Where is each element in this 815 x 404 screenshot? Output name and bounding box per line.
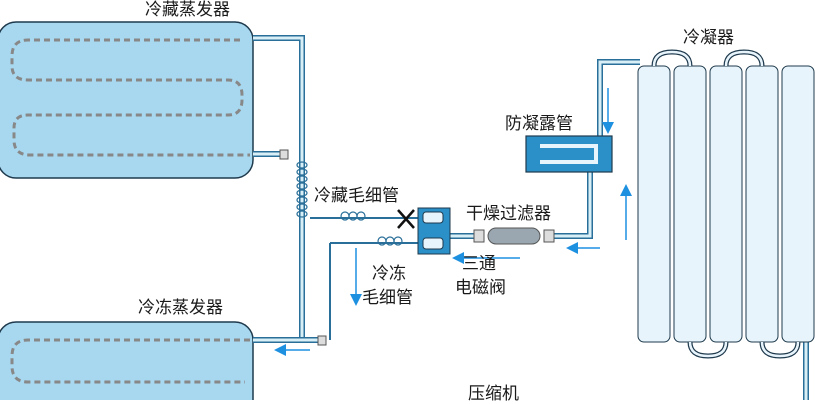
freezer-evaporator bbox=[0, 321, 254, 400]
freezer-evaporator-coil bbox=[10, 338, 250, 384]
label-dryer-filter: 干燥过滤器 bbox=[466, 204, 551, 224]
x-mark-icon bbox=[397, 209, 415, 229]
label-three-way-valve-2: 电磁阀 bbox=[455, 278, 506, 298]
label-compressor: 压缩机 bbox=[468, 384, 519, 404]
label-condenser: 冷凝器 bbox=[683, 28, 734, 48]
label-freezer-capillary-1: 冷冻 bbox=[372, 264, 406, 284]
condenser bbox=[637, 49, 815, 359]
label-three-way-valve-1: 三通 bbox=[462, 254, 496, 274]
fitting bbox=[279, 149, 289, 160]
label-freezer-capillary-2: 毛细管 bbox=[362, 288, 413, 308]
fitting bbox=[317, 335, 327, 346]
dryer-filter bbox=[473, 227, 555, 245]
flow-arrows bbox=[274, 88, 632, 356]
three-way-solenoid-valve bbox=[417, 207, 451, 255]
fridge-evaporator bbox=[0, 21, 254, 179]
capillary-loops bbox=[340, 211, 403, 246]
label-fridge-capillary: 冷藏毛细管 bbox=[314, 186, 399, 206]
label-fridge-evaporator: 冷藏蒸发器 bbox=[145, 0, 230, 20]
label-anti-condensation-pipe: 防凝露管 bbox=[505, 114, 573, 134]
fridge-evaporator-coil bbox=[10, 38, 250, 157]
label-freezer-evaporator: 冷冻蒸发器 bbox=[138, 298, 223, 318]
fridge-capillary-coil bbox=[296, 161, 308, 218]
anti-condensation-pipe-block bbox=[525, 135, 613, 173]
pipe-network bbox=[253, 35, 809, 400]
